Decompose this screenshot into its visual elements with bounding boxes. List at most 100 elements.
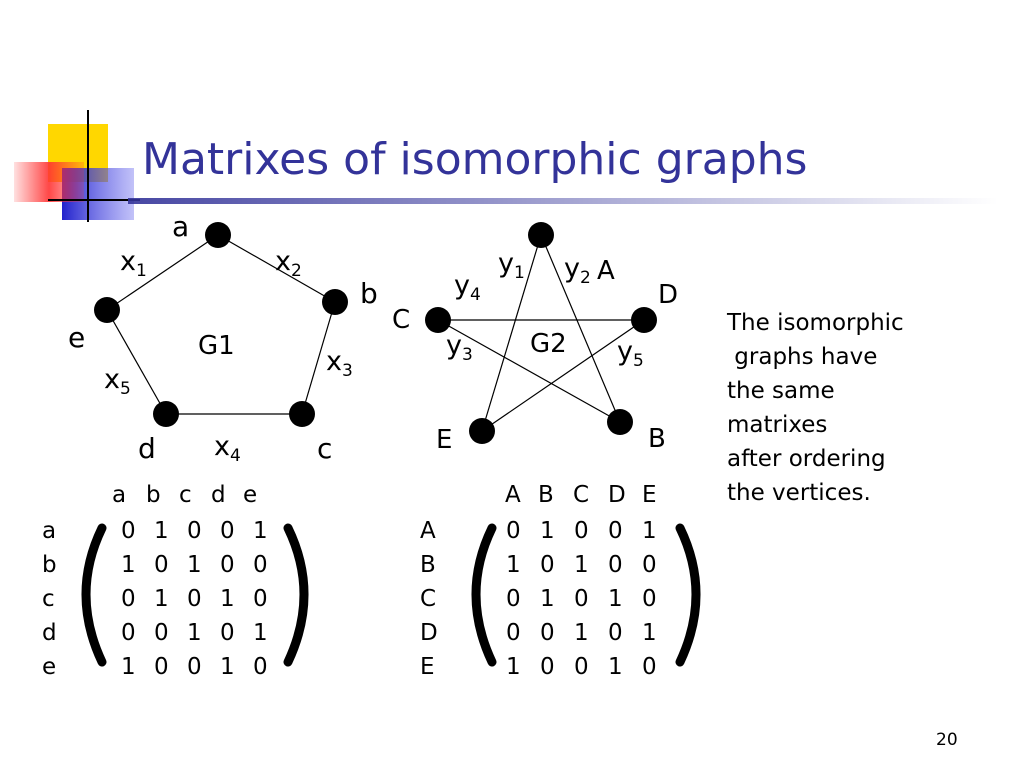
matrix1-row-header: a [42,518,56,544]
matrix1-col-header: b [146,482,161,508]
matrix-cell: 1 [574,620,589,646]
isomorphic-note: The isomorphic graphs have the same matr… [727,306,987,510]
note-line: The isomorphic [727,310,904,336]
matrix2-col-header: B [538,482,554,508]
matrix-cell: 0 [608,518,623,544]
g1-graph-label: G1 [198,331,235,361]
g2-graph-label: G2 [530,329,567,359]
g1-label-b: b [360,277,378,310]
matrix-cell: 1 [506,552,521,578]
g1-edge-label-x3: x3 [326,346,353,381]
matrix1-row-header: c [42,586,55,612]
matrix-cell: 0 [506,620,521,646]
matrix-cell: 0 [574,518,589,544]
g2-edge-y2 [540,234,621,423]
matrix-cell: 1 [154,518,169,544]
g2-edge-label-y4: y4 [454,270,481,305]
g1-edge-x5 [106,309,167,415]
matrix-cell: 1 [540,518,555,544]
matrix-cell: 1 [220,654,235,680]
matrix-cell: 0 [187,586,202,612]
matrix-cell: 1 [642,620,657,646]
title-underline-bar [128,198,998,204]
g2-edge-y5 [481,319,645,432]
g2-label-d: D [658,280,678,310]
matrix-cell: 0 [506,518,521,544]
g1-edge-x1 [106,234,219,311]
g1-label-e: e [68,321,85,354]
g1-edge-label-x2: x2 [275,246,302,281]
matrix-cell: 0 [642,654,657,680]
matrix-cell: 1 [574,552,589,578]
graph-g1: a b c d e G1 x1 x2 x3 x4 x5 [68,210,378,466]
matrix-cell: 1 [121,552,136,578]
g2-edge-label-y5: y5 [617,336,644,371]
matrix-cell: 0 [253,586,268,612]
matrix-cell: 0 [253,654,268,680]
deco-red-square [14,162,84,202]
matrix-cell: 1 [121,654,136,680]
matrix2-row-header: A [420,518,436,544]
matrix-cell: 0 [253,552,268,578]
matrix-cell: 0 [121,620,136,646]
g1-label-a: a [172,210,189,243]
matrix-cell: 1 [642,518,657,544]
matrix-cell: 0 [121,518,136,544]
matrix1-col-header: c [179,482,192,508]
matrix1-col-headers: a b c d e [112,482,257,508]
g2-edge-label-y2: y2 [564,253,591,288]
matrix-cell: 0 [540,552,555,578]
g1-edge-label-x4: x4 [214,431,241,466]
matrix1-col-header: a [112,482,126,508]
g2-label-a: A [597,256,615,286]
g1-edge-x3 [301,301,336,415]
matrix1-row-headers: a b c d e [42,518,57,680]
matrix-cell: 0 [540,654,555,680]
g1-vertex-d [153,401,179,427]
matrix-cell: 0 [187,518,202,544]
matrix-cell: 0 [506,586,521,612]
matrix-cell: 1 [187,620,202,646]
g1-vertex-e [94,297,120,323]
g2-vertex-e [469,418,495,444]
matrix-cell: 1 [154,586,169,612]
matrix-cell: 0 [187,654,202,680]
matrix2-col-headers: A B C D E [505,482,657,508]
g2-vertex-a [528,222,554,248]
g2-edge-label-y1: y1 [498,248,525,283]
g1-vertex-b [322,289,348,315]
matrix-cell: 0 [121,586,136,612]
g1-edge-label-x5: x5 [104,364,131,399]
matrix-cell: 0 [154,654,169,680]
g2-edge-label-y3: y3 [446,330,473,365]
matrix-cell: 0 [574,586,589,612]
matrix-cell: 1 [506,654,521,680]
matrix2-row-header: C [420,586,436,612]
matrix2-row-header: E [420,654,435,680]
g1-edge-x2 [217,234,336,303]
g1-edge-label-x1: x1 [120,246,147,281]
matrix2-col-header: D [608,482,626,508]
g2-edge-y3 [437,319,621,423]
title-decoration [14,110,998,222]
matrix-cell: 1 [253,620,268,646]
matrix-cell: 0 [642,552,657,578]
matrix-cell: 1 [540,586,555,612]
matrix-cell: 0 [574,654,589,680]
matrix2-col-header: C [573,482,589,508]
g2-edge-y1 [481,234,542,432]
page-title: Matrixes of isomorphic graphs [142,134,808,185]
slide-number: 20 [936,730,958,750]
matrix-cell: 0 [220,518,235,544]
matrix1-row-header: b [42,552,57,578]
matrix-cell: 0 [154,552,169,578]
g1-vertex-a [205,222,231,248]
matrix-cell: 1 [253,518,268,544]
matrix2-right-paren [675,523,701,667]
matrix-cell: 1 [608,654,623,680]
matrix-cell: 0 [154,620,169,646]
